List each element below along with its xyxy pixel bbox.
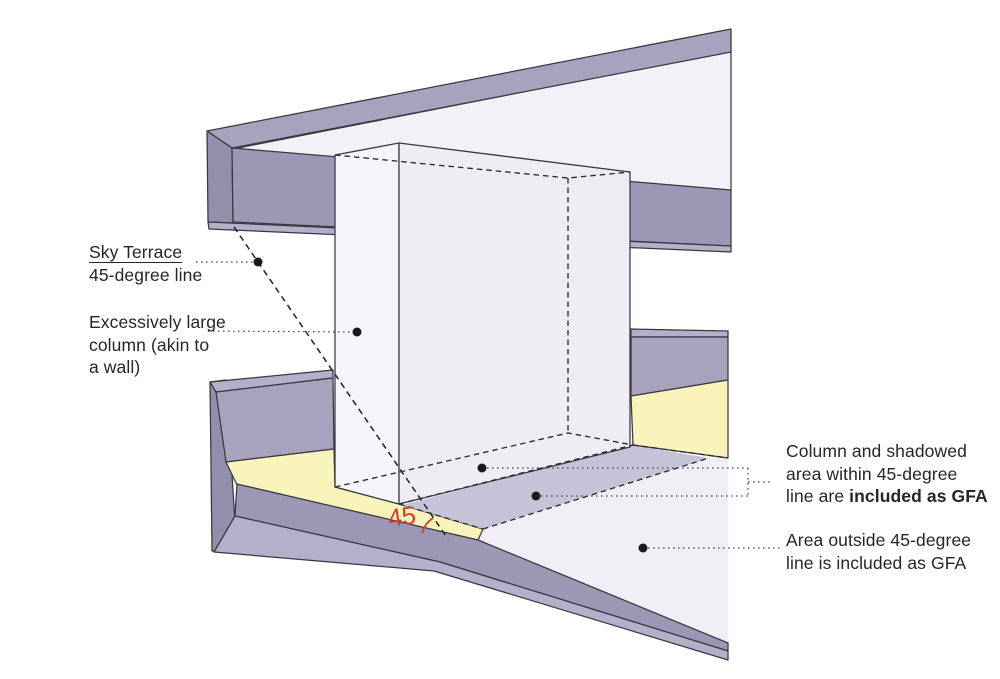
angle-arc	[421, 517, 434, 534]
sky-terrace-45-line	[233, 226, 449, 540]
column-top-back-edges	[334, 154, 631, 179]
gfa-included-bold: included as GFA	[849, 486, 988, 506]
callout-sky-terrace: Sky Terrace 45-degree line	[89, 241, 202, 286]
sky-terrace-subtitle: 45-degree line	[89, 264, 203, 285]
gfa-included-line1: Column and shadowed	[786, 441, 967, 461]
callout-gfa-outside: Area outside 45-degree line is included …	[786, 529, 971, 574]
gfa-included-line2: area within 45-degree	[786, 463, 958, 484]
right-wall-cap	[630, 328, 729, 338]
callout-gfa-included: Column and shadowed area within 45-degre…	[786, 440, 988, 508]
column-left-face	[334, 142, 400, 505]
floor-fascia-lip	[213, 515, 729, 661]
leaders	[196, 257, 780, 553]
floor-surface	[478, 458, 728, 643]
column-footprint-back	[334, 432, 634, 488]
angle-value: 45	[386, 501, 417, 533]
gfa-outside-line1: Area outside 45-degree	[786, 530, 972, 550]
parapet-face	[215, 377, 335, 463]
dot-shadow	[531, 491, 541, 501]
large-column-line3: a wall)	[89, 357, 141, 377]
angle-marker: 45	[386, 501, 434, 534]
column-shadow-area	[402, 445, 709, 529]
large-column-line1: Excessively large	[89, 312, 226, 332]
right-wall	[630, 328, 729, 459]
leader-column	[207, 330, 353, 333]
floor-slab	[209, 369, 729, 661]
large-column	[334, 142, 631, 505]
hidden-edges	[233, 154, 729, 540]
shadow-bottom-edge	[482, 457, 710, 530]
callout-large-column: Excessively large column (akin to a wall…	[89, 311, 226, 379]
shadow-right-edge	[632, 444, 729, 459]
large-column-line2: column (akin to	[89, 334, 210, 355]
sky-terrace-title: Sky Terrace	[89, 242, 183, 263]
dot-outside-area	[638, 543, 648, 553]
shadow-left-edge	[398, 503, 484, 530]
dot-column-base	[477, 463, 487, 473]
gfa-included-line3: line are	[786, 486, 850, 506]
dot-column	[352, 327, 362, 337]
dot-45-line	[253, 257, 263, 267]
column-right-face	[398, 142, 631, 505]
gfa-outside-line2: line is included as GFA	[786, 552, 967, 573]
column-base-front-edge	[398, 444, 634, 505]
